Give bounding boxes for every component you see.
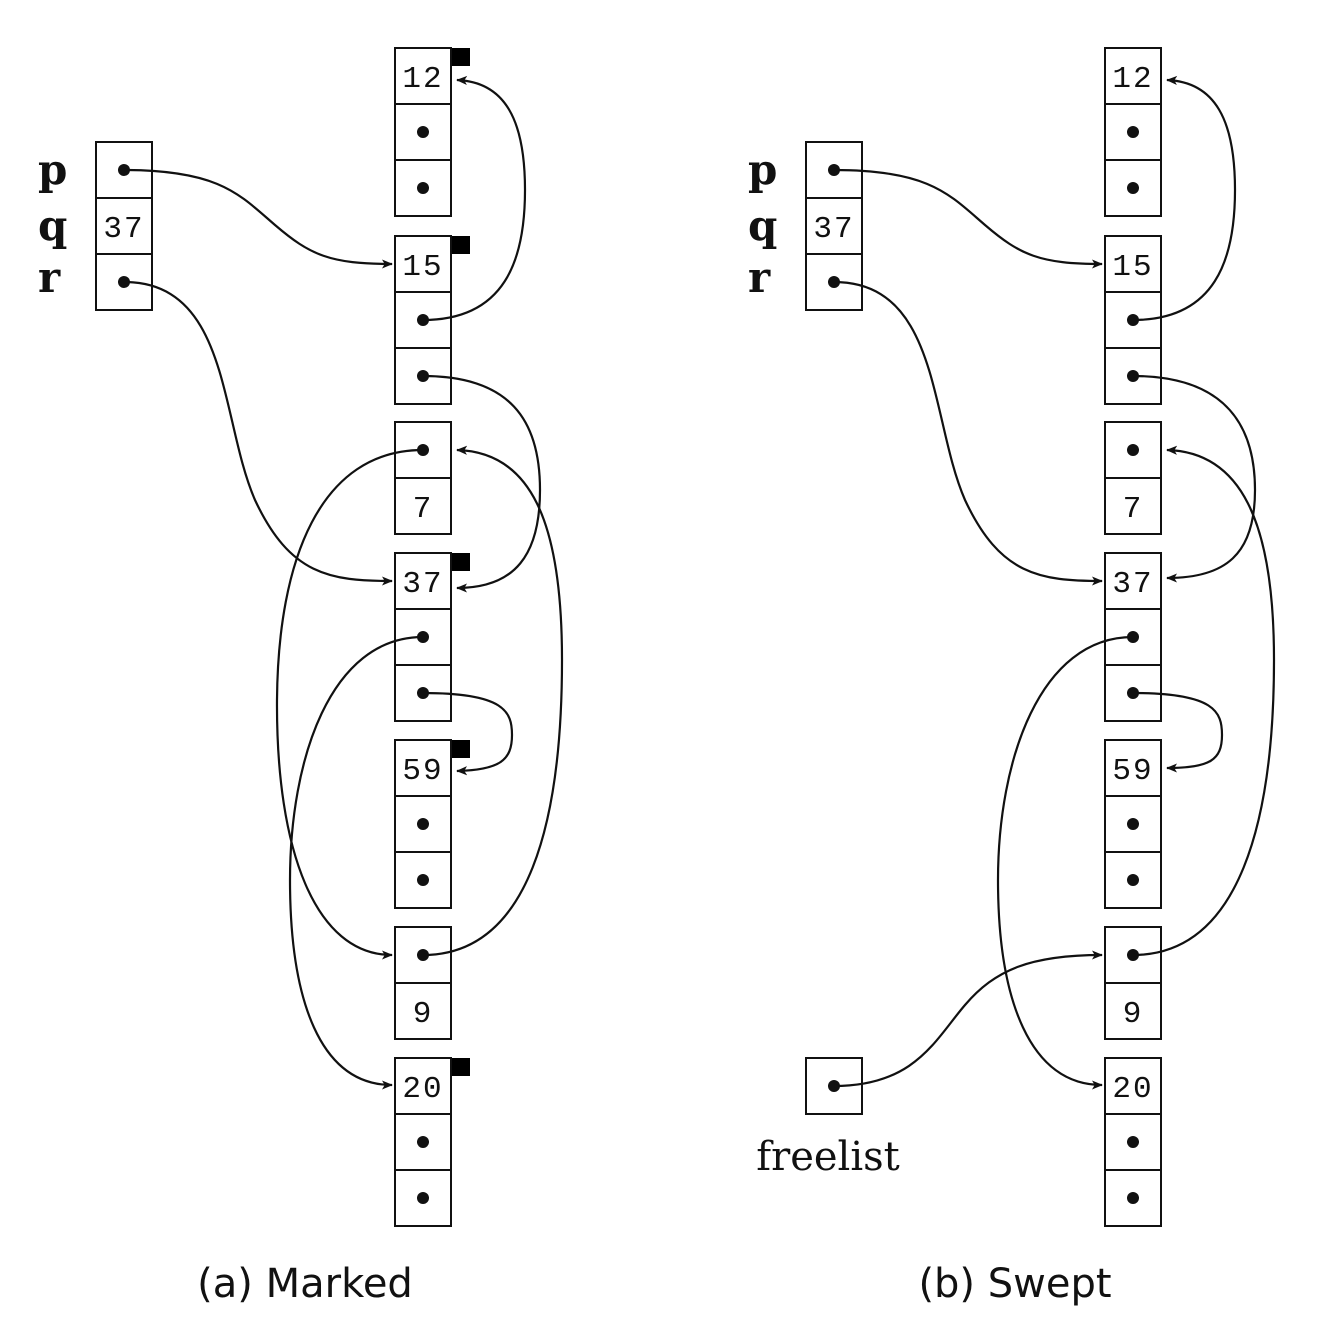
heap-object-9: 9 — [394, 926, 452, 1040]
pointer-dot — [417, 874, 429, 886]
pointer-dot — [417, 818, 429, 830]
freelist-label: freelist — [756, 1134, 899, 1180]
edges-swept — [833, 75, 1276, 1090]
pointer-dot — [1127, 1136, 1139, 1148]
register-label-q: q — [38, 201, 67, 250]
heap-object-7: 7 — [394, 421, 452, 535]
caption-marked: (a) Marked — [197, 1261, 413, 1307]
freelist-swept: freelist — [756, 1057, 900, 1180]
object-value: 20 — [1112, 1072, 1153, 1107]
edge-15-to-12 — [1132, 75, 1237, 322]
object-value: 59 — [402, 754, 443, 789]
edge-p-to-15 — [833, 168, 1103, 269]
heap-object-15: 15 — [1104, 235, 1162, 405]
mark-bit — [452, 740, 470, 758]
edge-37-to-59 — [422, 691, 514, 776]
object-value: 9 — [413, 997, 434, 1032]
heap-object-20: 20 — [394, 1057, 470, 1227]
registers-swept: p q r 37 — [748, 141, 863, 311]
object-value: 15 — [402, 250, 443, 285]
panel-swept: p q r 37 freelist 12 — [748, 47, 1276, 1307]
heap-swept: 12 15 7 — [1104, 47, 1162, 1227]
edge-15-to-37 — [1132, 374, 1257, 583]
heap-object-7: 7 — [1104, 421, 1162, 535]
edges-marked — [123, 75, 564, 1090]
edge-7-to-9 — [275, 448, 424, 960]
edge-9-to-7 — [1132, 445, 1276, 957]
edge-freelist-to-9 — [833, 950, 1103, 1088]
mark-bit — [452, 553, 470, 571]
pointer-dot — [1127, 818, 1139, 830]
heap-object-12: 12 — [394, 47, 470, 217]
pointer-dot — [1127, 444, 1139, 456]
heap-object-37: 37 — [394, 552, 470, 722]
pointer-dot — [417, 182, 429, 194]
object-value: 12 — [402, 62, 443, 97]
pointer-dot — [1127, 1192, 1139, 1204]
mark-bit — [452, 236, 470, 254]
heap-marked: 12 15 — [394, 47, 470, 1227]
mark-bit — [452, 48, 470, 66]
caption-swept: (b) Swept — [918, 1261, 1111, 1307]
edge-15-to-37 — [422, 374, 542, 593]
heap-object-20: 20 — [1104, 1057, 1162, 1227]
object-value: 9 — [1123, 997, 1144, 1032]
panel-marked: p q r 37 12 — [38, 47, 564, 1307]
edge-37-to-20 — [996, 635, 1134, 1090]
object-value: 37 — [1112, 567, 1153, 602]
register-label-q: q — [748, 201, 777, 250]
object-value: 20 — [402, 1072, 443, 1107]
edge-p-to-15 — [123, 168, 393, 269]
heap-object-9: 9 — [1104, 926, 1162, 1040]
object-value: 15 — [1112, 250, 1153, 285]
edge-37-to-20 — [288, 635, 424, 1090]
object-value: 59 — [1112, 754, 1153, 789]
pointer-dot — [1127, 874, 1139, 886]
pointer-dot — [417, 126, 429, 138]
pointer-dot — [1127, 182, 1139, 194]
pointer-dot — [417, 1136, 429, 1148]
edge-r-to-37 — [123, 280, 393, 586]
heap-object-12: 12 — [1104, 47, 1162, 217]
edge-9-to-7 — [422, 445, 564, 957]
pointer-dot — [1127, 126, 1139, 138]
edge-37-to-59 — [1132, 691, 1224, 773]
register-label-r: r — [38, 253, 61, 302]
edge-15-to-12 — [422, 75, 527, 322]
heap-object-59: 59 — [1104, 739, 1162, 909]
register-label-r: r — [748, 253, 771, 302]
edge-r-to-37 — [833, 280, 1103, 586]
heap-object-15: 15 — [394, 235, 470, 405]
object-value: 12 — [1112, 62, 1153, 97]
mark-bit — [452, 1058, 470, 1076]
pointer-dot — [417, 1192, 429, 1204]
register-value-q: 37 — [813, 212, 854, 247]
register-label-p: p — [748, 145, 777, 194]
object-value: 37 — [402, 567, 443, 602]
register-label-p: p — [38, 145, 67, 194]
object-value: 7 — [1123, 492, 1144, 527]
registers-marked: p q r 37 — [38, 141, 153, 311]
heap-object-59: 59 — [394, 739, 470, 909]
register-value-q: 37 — [103, 212, 144, 247]
object-value: 7 — [413, 492, 434, 527]
register-cell-q — [805, 197, 863, 255]
